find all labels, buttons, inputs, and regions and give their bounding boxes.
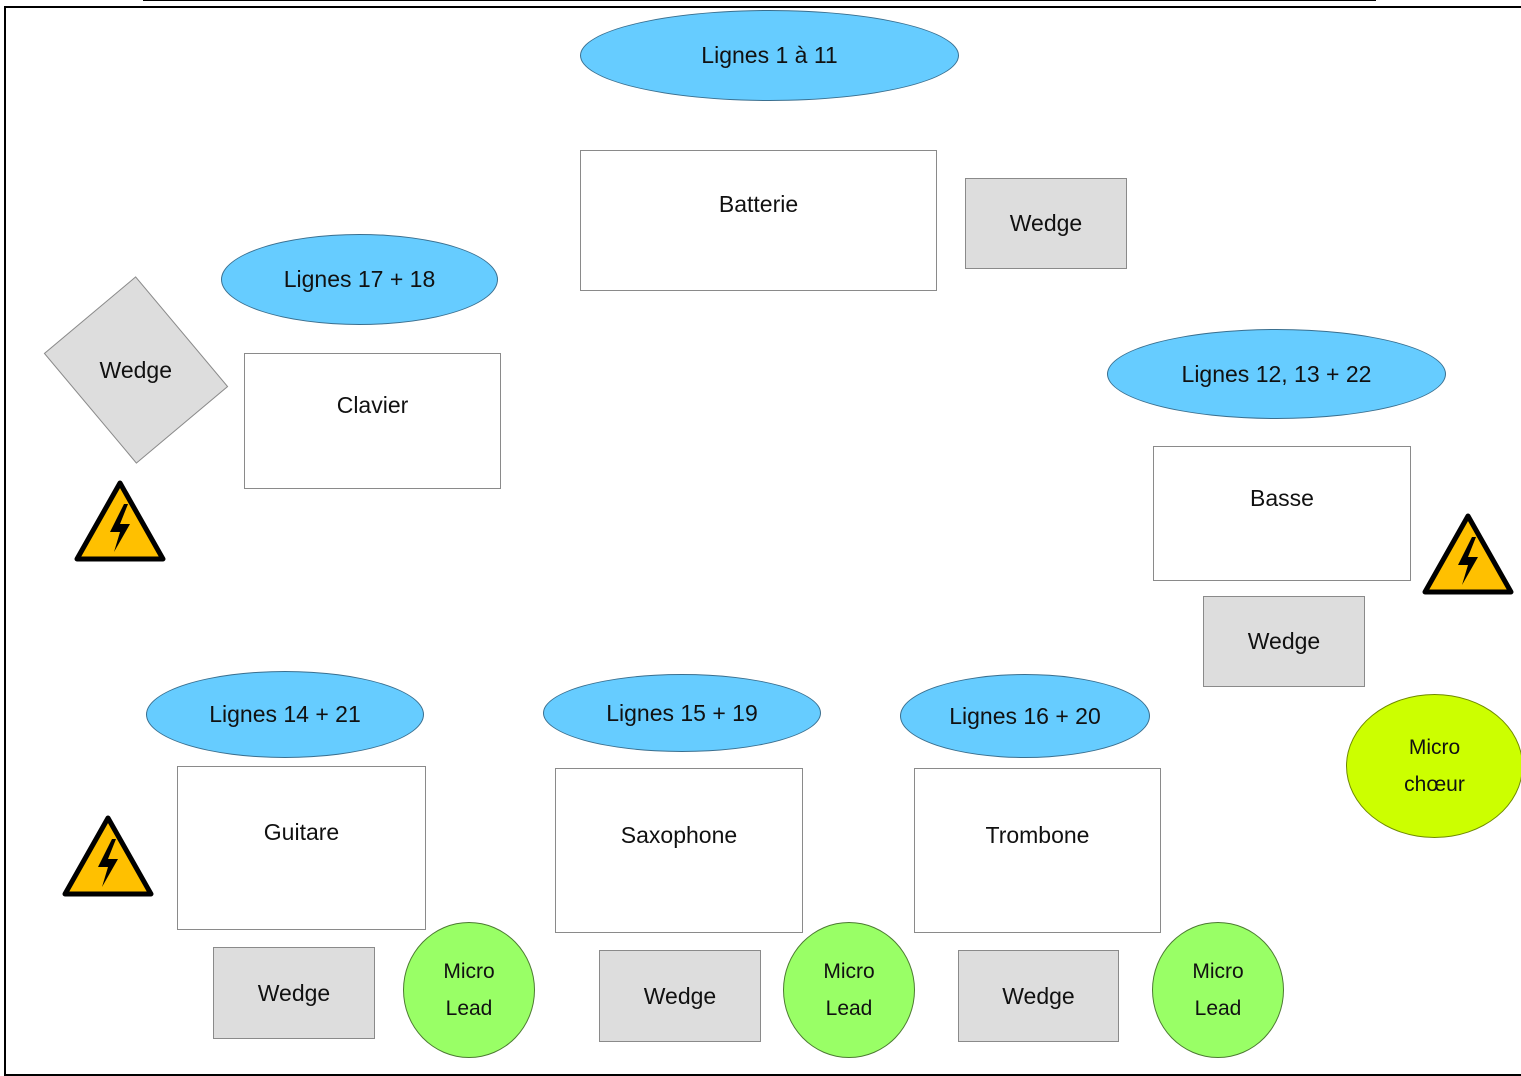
micro-choeur: Micro chœur xyxy=(1346,694,1521,838)
wedge-trombone: Wedge xyxy=(958,950,1119,1042)
micro-lead-trombone: Micro Lead xyxy=(1152,922,1284,1058)
lines-trombone-label: Lignes 16 + 20 xyxy=(949,702,1101,729)
micro-lead-line1: Micro xyxy=(823,960,875,983)
lines-sax-label: Lignes 15 + 19 xyxy=(606,699,758,726)
micro-lead-line1: Micro xyxy=(443,960,495,983)
high-voltage-warning-icon xyxy=(74,480,166,562)
warning-triangle-icon xyxy=(62,815,154,897)
keys-label: Clavier xyxy=(336,392,409,418)
guitar-label: Guitare xyxy=(263,819,340,845)
warning-triangle-icon xyxy=(74,480,166,562)
high-voltage-warning-icon xyxy=(62,815,154,897)
wedge-label: Wedge xyxy=(643,982,717,1009)
lines-sax-ellipse: Lignes 15 + 19 xyxy=(543,674,821,752)
drums-position: Batterie xyxy=(580,150,937,291)
lines-keys-ellipse: Lignes 17 + 18 xyxy=(221,234,498,325)
sax-position: Saxophone xyxy=(555,768,803,933)
high-voltage-warning-icon xyxy=(1422,513,1514,595)
keys-position: Clavier xyxy=(244,353,501,489)
micro-lead-line2: Lead xyxy=(1194,997,1242,1020)
top-rule xyxy=(143,0,1376,1)
warning-triangle-icon xyxy=(1422,513,1514,595)
wedge-label: Wedge xyxy=(1009,210,1083,236)
micro-lead-line2: Lead xyxy=(445,997,493,1020)
micro-choeur-line2: chœur xyxy=(1404,773,1465,796)
wedge-sax: Wedge xyxy=(599,950,761,1042)
micro-lead-sax: Micro Lead xyxy=(783,922,915,1058)
sax-label: Saxophone xyxy=(620,822,738,848)
bass-label: Basse xyxy=(1250,485,1314,511)
lines-keys-label: Lignes 17 + 18 xyxy=(283,266,436,292)
lines-trombone-ellipse: Lignes 16 + 20 xyxy=(900,674,1150,758)
lines-drums-label: Lignes 1 à 11 xyxy=(701,42,838,68)
wedge-label: Wedge xyxy=(257,979,331,1006)
wedge-bass: Wedge xyxy=(1203,596,1365,687)
wedge-label: Wedge xyxy=(99,356,173,383)
bass-position: Basse xyxy=(1153,446,1411,581)
lines-drums-ellipse: Lignes 1 à 11 xyxy=(580,10,959,101)
micro-lead-line2: Lead xyxy=(825,997,873,1020)
micro-choeur-line1: Micro xyxy=(1408,736,1461,759)
drums-label: Batterie xyxy=(718,191,799,217)
trombone-position: Trombone xyxy=(914,768,1161,933)
wedge-guitar: Wedge xyxy=(213,947,375,1039)
wedge-label: Wedge xyxy=(1002,982,1075,1009)
trombone-label: Trombone xyxy=(985,822,1090,848)
lines-guitar-label: Lignes 14 + 21 xyxy=(209,701,361,727)
wedge-drums: Wedge xyxy=(965,178,1127,269)
lines-bass-label: Lignes 12, 13 + 22 xyxy=(1181,360,1372,387)
micro-lead-line1: Micro xyxy=(1192,960,1244,983)
lines-bass-ellipse: Lignes 12, 13 + 22 xyxy=(1107,329,1446,419)
guitar-position: Guitare xyxy=(177,766,426,930)
lines-guitar-ellipse: Lignes 14 + 21 xyxy=(146,671,424,758)
wedge-label: Wedge xyxy=(1247,628,1321,654)
micro-lead-guitar: Micro Lead xyxy=(403,922,535,1058)
